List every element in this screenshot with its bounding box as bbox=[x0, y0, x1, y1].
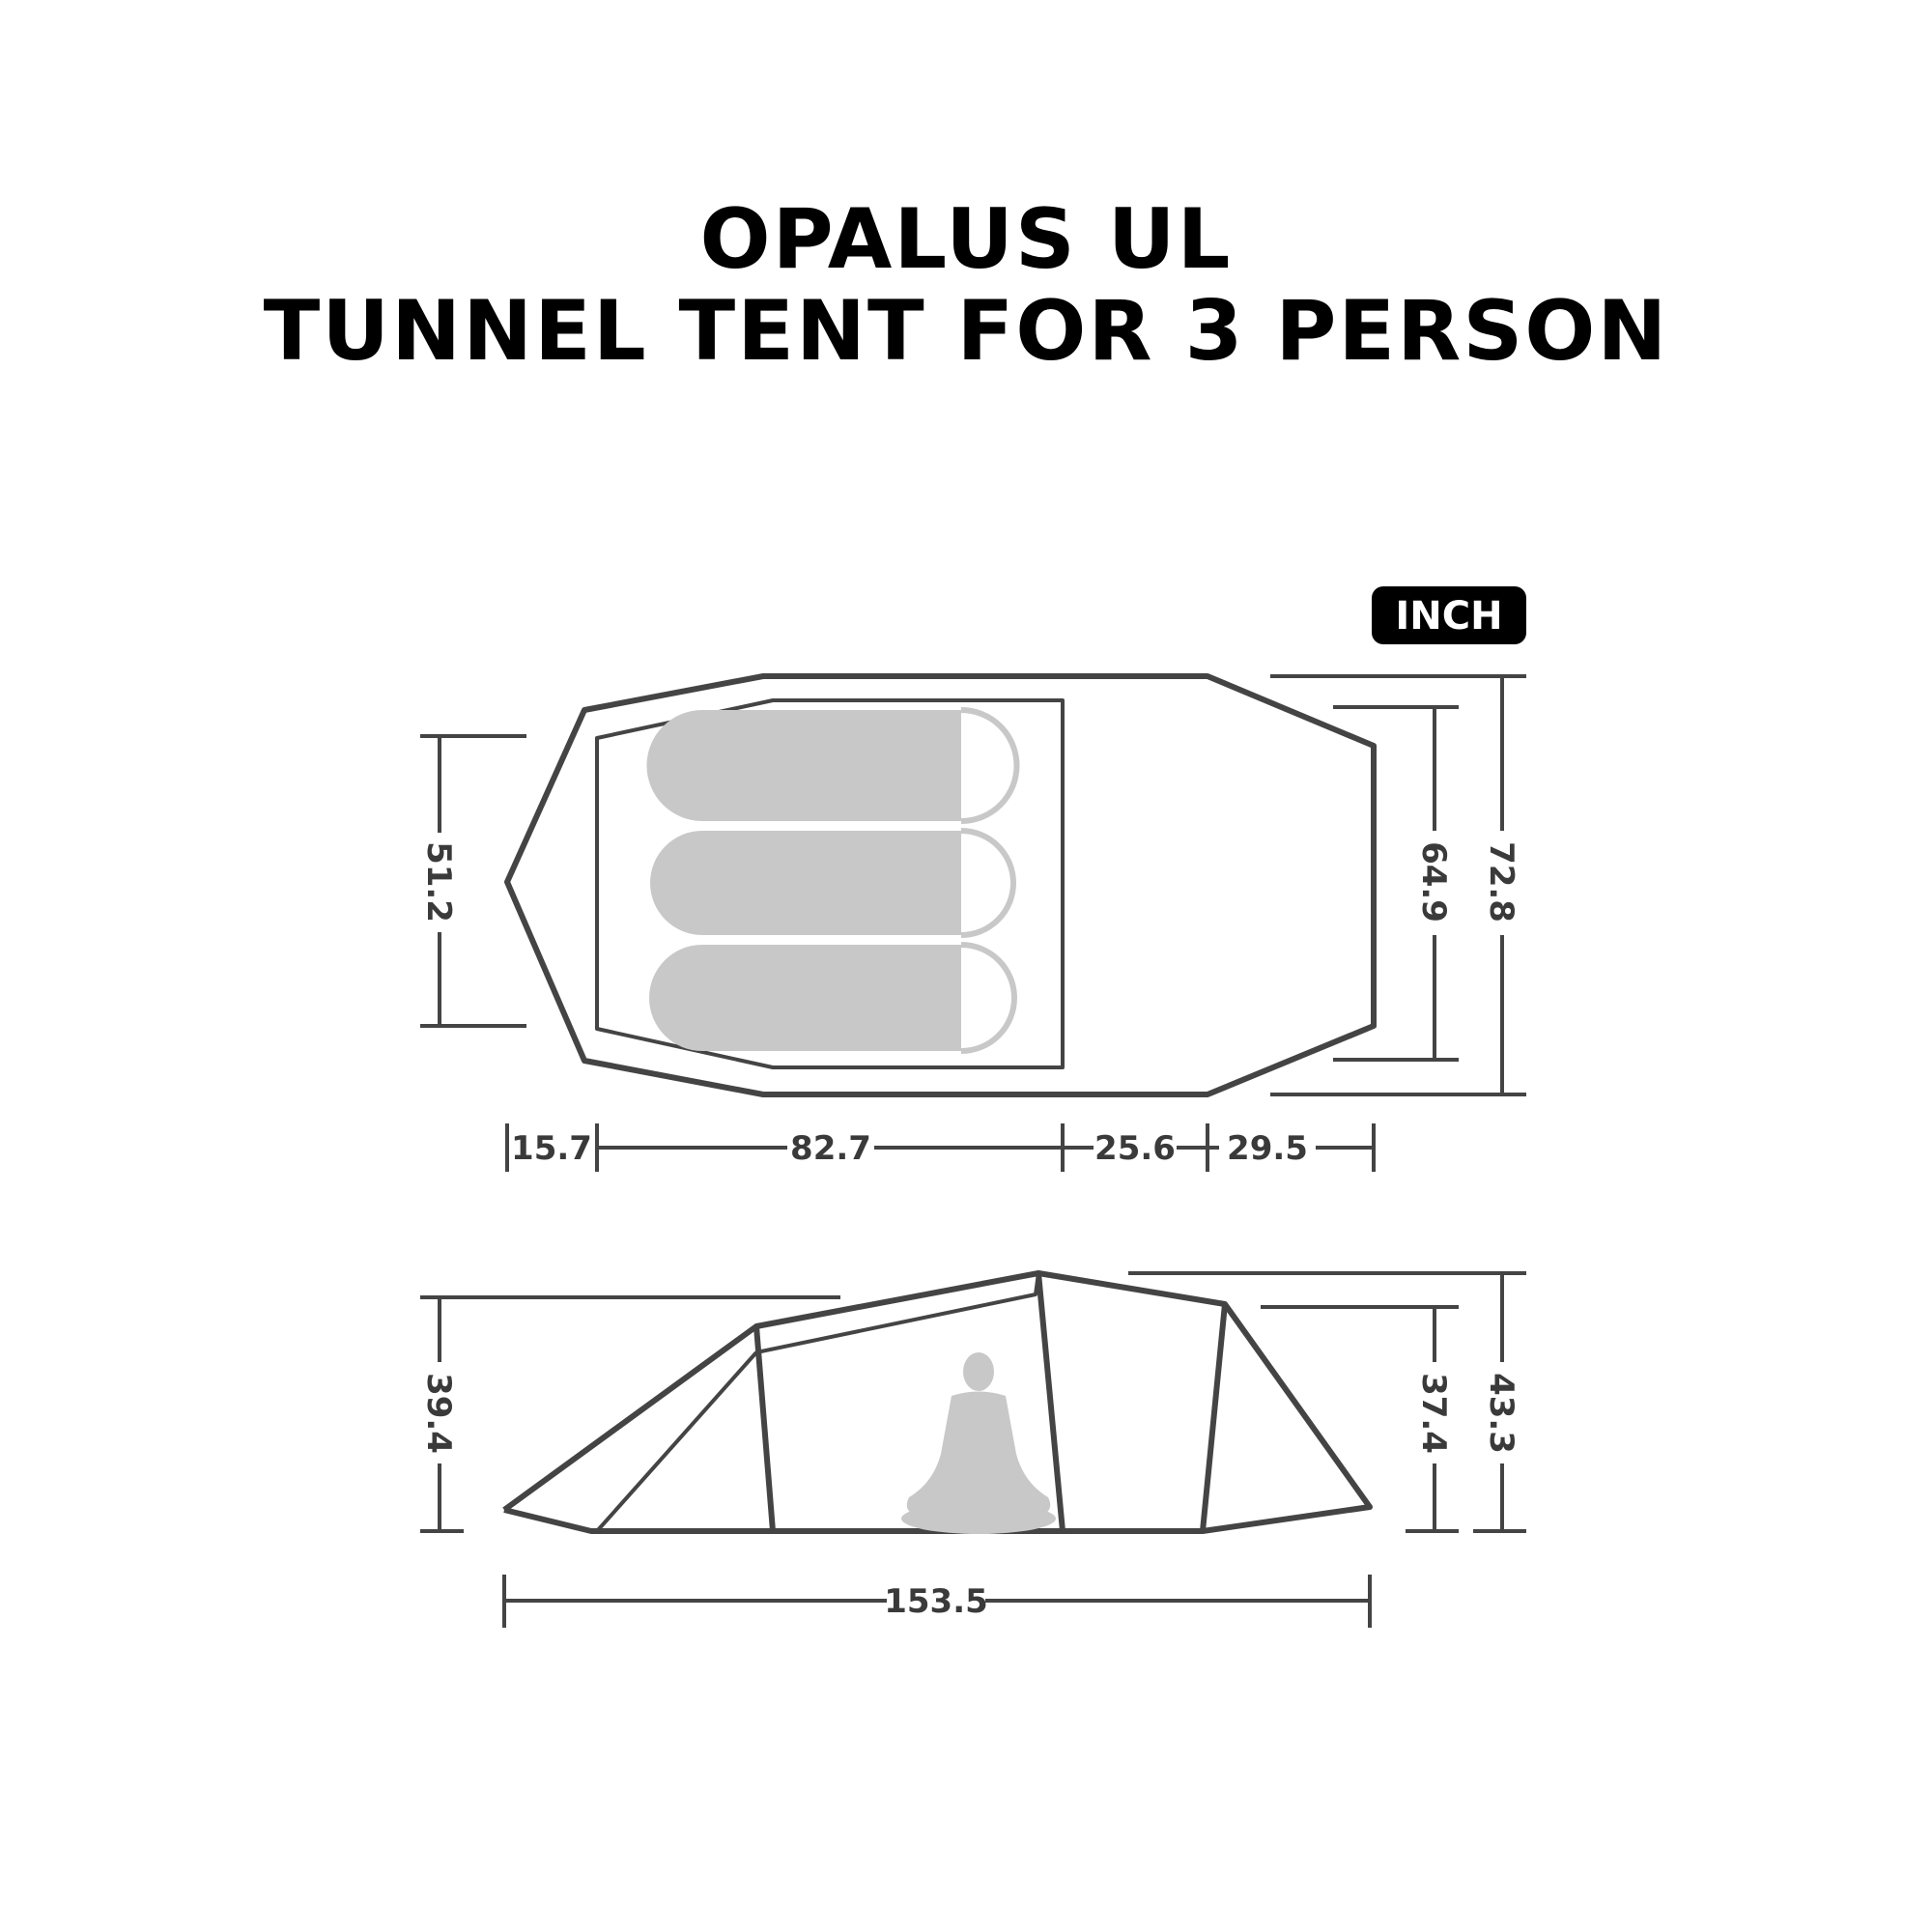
dim-left-height: 39.4 bbox=[419, 1295, 840, 1533]
top-view-inner-outline bbox=[595, 698, 1065, 1069]
dim-right-inner-height: 37.4 bbox=[1261, 1305, 1459, 1533]
title-line-1: OPALUS UL bbox=[699, 191, 1233, 288]
dim-label-length-4: 29.5 bbox=[1227, 1129, 1308, 1168]
dim-label-inner-left: 51.2 bbox=[419, 841, 458, 923]
side-view-pole-3 bbox=[1200, 1303, 1228, 1532]
dim-label-left-height: 39.4 bbox=[419, 1373, 458, 1454]
dim-label-length-3: 25.6 bbox=[1094, 1129, 1176, 1168]
dim-right-outer-height: 43.3 bbox=[1128, 1271, 1526, 1533]
side-view-inner-left-diagonal bbox=[595, 1350, 758, 1533]
sleeping-bag-1 bbox=[646, 707, 1020, 824]
dim-total-length: 153.5 bbox=[502, 1575, 1372, 1628]
dim-outer-right-width: 72.8 bbox=[1270, 674, 1526, 1096]
dim-inner-right-width: 64.9 bbox=[1333, 705, 1459, 1062]
side-view-pole-1 bbox=[753, 1325, 776, 1532]
dim-label-inner-right: 64.9 bbox=[1414, 841, 1453, 923]
dim-label-right-outer-height: 43.3 bbox=[1482, 1373, 1520, 1454]
dim-inner-left-width: 51.2 bbox=[419, 734, 526, 1028]
dim-label-length-2: 82.7 bbox=[790, 1129, 871, 1168]
unit-badge: INCH bbox=[1372, 586, 1526, 644]
top-view-outer-outline bbox=[504, 673, 1377, 1097]
dim-label-total-length: 153.5 bbox=[884, 1582, 988, 1621]
seated-person-icon bbox=[901, 1352, 1056, 1534]
unit-badge-text: INCH bbox=[1395, 594, 1502, 639]
sleeping-bag-3 bbox=[649, 942, 1017, 1054]
title-line-2: TUNNEL TENT FOR 3 PERSON bbox=[263, 283, 1669, 380]
top-view: 51.2 64.9 72.8 bbox=[419, 673, 1526, 1172]
sleeping-bag-2 bbox=[650, 828, 1016, 938]
dim-label-outer-right: 72.8 bbox=[1482, 841, 1520, 923]
side-view-pole-2 bbox=[1036, 1272, 1065, 1532]
side-view-inner-roof bbox=[755, 1272, 1040, 1354]
side-view: 39.4 37.4 43.3 153.5 bbox=[419, 1270, 1526, 1628]
dim-label-length-1: 15.7 bbox=[511, 1129, 592, 1168]
dim-length-row: 15.7 82.7 25.6 29.5 bbox=[505, 1123, 1376, 1172]
dim-label-right-inner-height: 37.4 bbox=[1414, 1373, 1453, 1454]
